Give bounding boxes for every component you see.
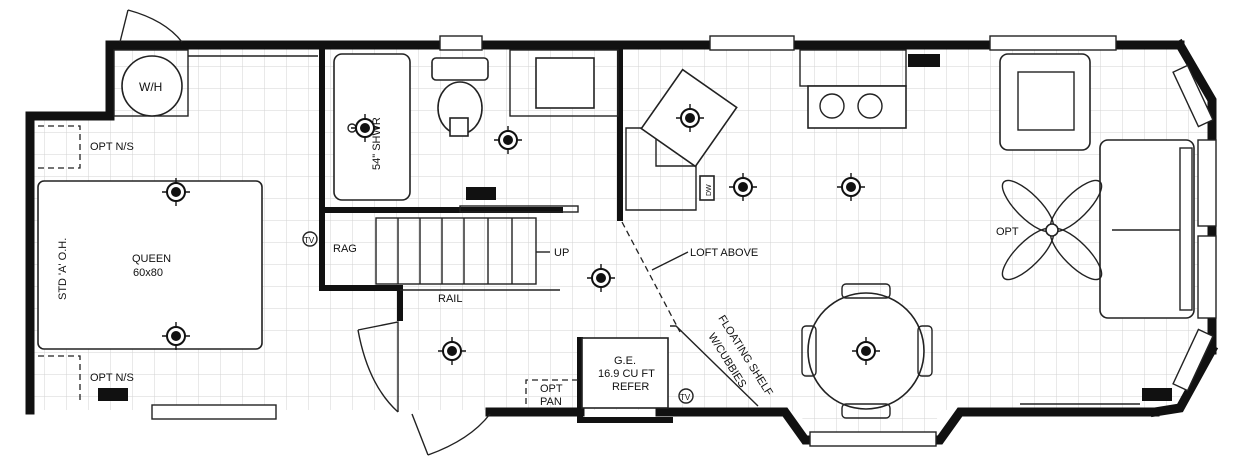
toilet-icon (449, 117, 469, 137)
rail-label: RAIL (438, 293, 462, 305)
fan-opt-label: OPT (996, 226, 1019, 238)
sofa (1099, 139, 1195, 319)
dining-chair (801, 325, 817, 377)
bed-label: QUEEN (132, 253, 171, 265)
fridge-label-1: G.E. (614, 355, 636, 367)
ceiling-light-icon (494, 126, 522, 154)
stair-wall (319, 285, 403, 321)
water-heater (121, 55, 183, 117)
ceiling-light-icon (837, 173, 865, 201)
dishwasher (699, 175, 715, 201)
opt-ns-label-bottom: OPT N/S (90, 372, 134, 384)
overhead-label: STD 'A' O.H. (57, 238, 69, 300)
fridge-wall (577, 337, 673, 423)
stairs (375, 217, 537, 285)
bath-sink (535, 57, 595, 109)
ceiling-fan-icon (1001, 179, 1103, 281)
ceiling-light-icon (852, 337, 880, 365)
dining-chair (917, 325, 933, 377)
dishwasher-label: DW (706, 184, 713, 196)
refrigerator (581, 337, 669, 409)
window (1197, 235, 1217, 319)
door-swing-icon (119, 9, 183, 43)
tv-outlet-icon (678, 388, 694, 404)
burner-icon (819, 93, 845, 119)
stairs-up-label: UP (554, 247, 569, 259)
armchair (999, 53, 1091, 151)
nightstand-outline (38, 355, 81, 404)
nightstand-outline (38, 125, 81, 169)
bed-size-label: 60x80 (133, 267, 163, 279)
loft-above-line (621, 221, 681, 333)
toilet-tank (431, 57, 489, 81)
water-heater-label: W/H (139, 80, 162, 94)
pocket-door (459, 205, 579, 213)
window (1197, 139, 1217, 227)
armchair-seat (1017, 71, 1075, 131)
window (709, 35, 795, 51)
fridge-label-3: REFER (612, 381, 649, 393)
floor-vent (98, 388, 128, 401)
rag-label: RAG (333, 243, 357, 255)
ceiling-light-icon (351, 114, 379, 142)
range (807, 85, 907, 129)
window (809, 431, 937, 447)
tv-outlet-label: TV (680, 393, 691, 402)
loft-leader (651, 251, 689, 271)
floor-vent (908, 54, 940, 67)
floating-shelf (670, 325, 759, 407)
pantry-outline (525, 379, 578, 404)
ceiling-light-icon (162, 178, 190, 206)
ceiling-light-icon (587, 264, 615, 292)
fridge-label-2: 16.9 CU FT (598, 368, 655, 380)
window (989, 35, 1117, 51)
sofa-back (1179, 147, 1193, 311)
exterior-wall-bay-bottom (1149, 343, 1219, 418)
stair-treads (397, 218, 513, 284)
burner-icon (857, 93, 883, 119)
ceiling-lights (162, 104, 880, 365)
window (151, 404, 277, 420)
door-swing-icon (411, 413, 491, 456)
floor-vent (466, 187, 496, 200)
pantry-label-2: PAN (540, 396, 562, 408)
ceiling-light-icon (729, 173, 757, 201)
ceiling-light-icon (438, 337, 466, 365)
dining-chair (841, 403, 891, 419)
tv-outlet-label: TV (304, 236, 315, 245)
window (439, 35, 483, 51)
door-swing-icon (357, 321, 399, 413)
opt-ns-label-top: OPT N/S (90, 141, 134, 153)
ceiling-light-icon (676, 104, 704, 132)
tv-outlet-icon (302, 231, 318, 247)
floor-vent (1142, 388, 1172, 401)
loft-above-label: LOFT ABOVE (690, 247, 758, 259)
ceiling-light-icon (162, 322, 190, 350)
pantry-label-1: OPT (540, 383, 563, 395)
vanity (509, 49, 619, 117)
queen-bed (37, 180, 263, 350)
dining-chair (841, 283, 891, 299)
window (1172, 328, 1214, 392)
window (1172, 64, 1214, 128)
